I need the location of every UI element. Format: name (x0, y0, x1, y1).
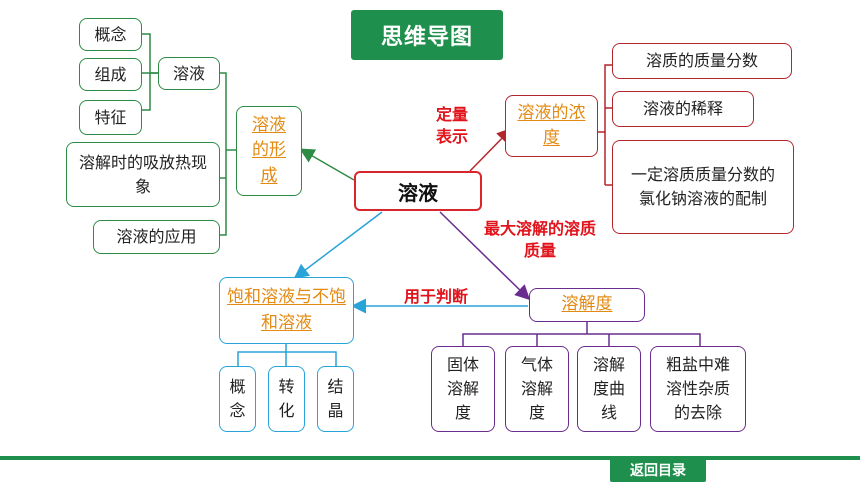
quantitative-edge-label: 定量表示 (435, 105, 468, 146)
impurity-removal-node: 粗盐中难溶性杂质的去除 (650, 346, 746, 432)
saturation-node: 饱和溶液与不饱和溶液 (219, 277, 354, 344)
crystallization-node: 结晶 (317, 366, 354, 432)
concentration-label: 溶液的浓度 (517, 102, 586, 149)
gas-solubility-node: 气体溶解度 (505, 346, 569, 432)
page-title: 思维导图 (351, 10, 503, 60)
footer-bar (0, 456, 860, 484)
footer-divider (0, 456, 860, 460)
judge-edge-label: 用于判断 (403, 287, 468, 306)
solubility-label: 溶解度 (561, 294, 613, 315)
center-node: 溶液 (354, 171, 482, 211)
solution-node: 溶液 (158, 57, 220, 90)
back-to-contents-button[interactable]: 返回目录 (610, 458, 706, 482)
heat-effect-node: 溶解时的吸放热现象 (66, 142, 220, 207)
solid-solubility-node: 固体溶解度 (431, 346, 495, 432)
solution-feature-node: 特征 (79, 100, 142, 135)
formation-label: 溶液的形成 (252, 114, 286, 186)
solution-application-node: 溶液的应用 (93, 220, 220, 254)
nacl-preparation-node: 一定溶质质量分数的氯化钠溶液的配制 (612, 140, 794, 234)
solubility-curve-node: 溶解度曲线 (577, 346, 641, 432)
solution-concept-node: 概念 (79, 18, 142, 51)
saturation-label: 饱和溶液与不饱和溶液 (227, 287, 346, 333)
mass-fraction-node: 溶质的质量分数 (612, 43, 792, 79)
saturation-conversion-node: 转化 (268, 366, 305, 432)
saturation-concept-node: 概念 (219, 366, 256, 432)
solution-composition-node: 组成 (79, 58, 142, 91)
concentration-node: 溶液的浓度 (505, 95, 598, 157)
formation-node: 溶液的形成 (236, 106, 302, 196)
max-dissolve-edge-label: 最大溶解的溶质质量 (484, 219, 597, 260)
dilution-node: 溶液的稀释 (612, 91, 754, 127)
solubility-node: 溶解度 (529, 288, 645, 322)
